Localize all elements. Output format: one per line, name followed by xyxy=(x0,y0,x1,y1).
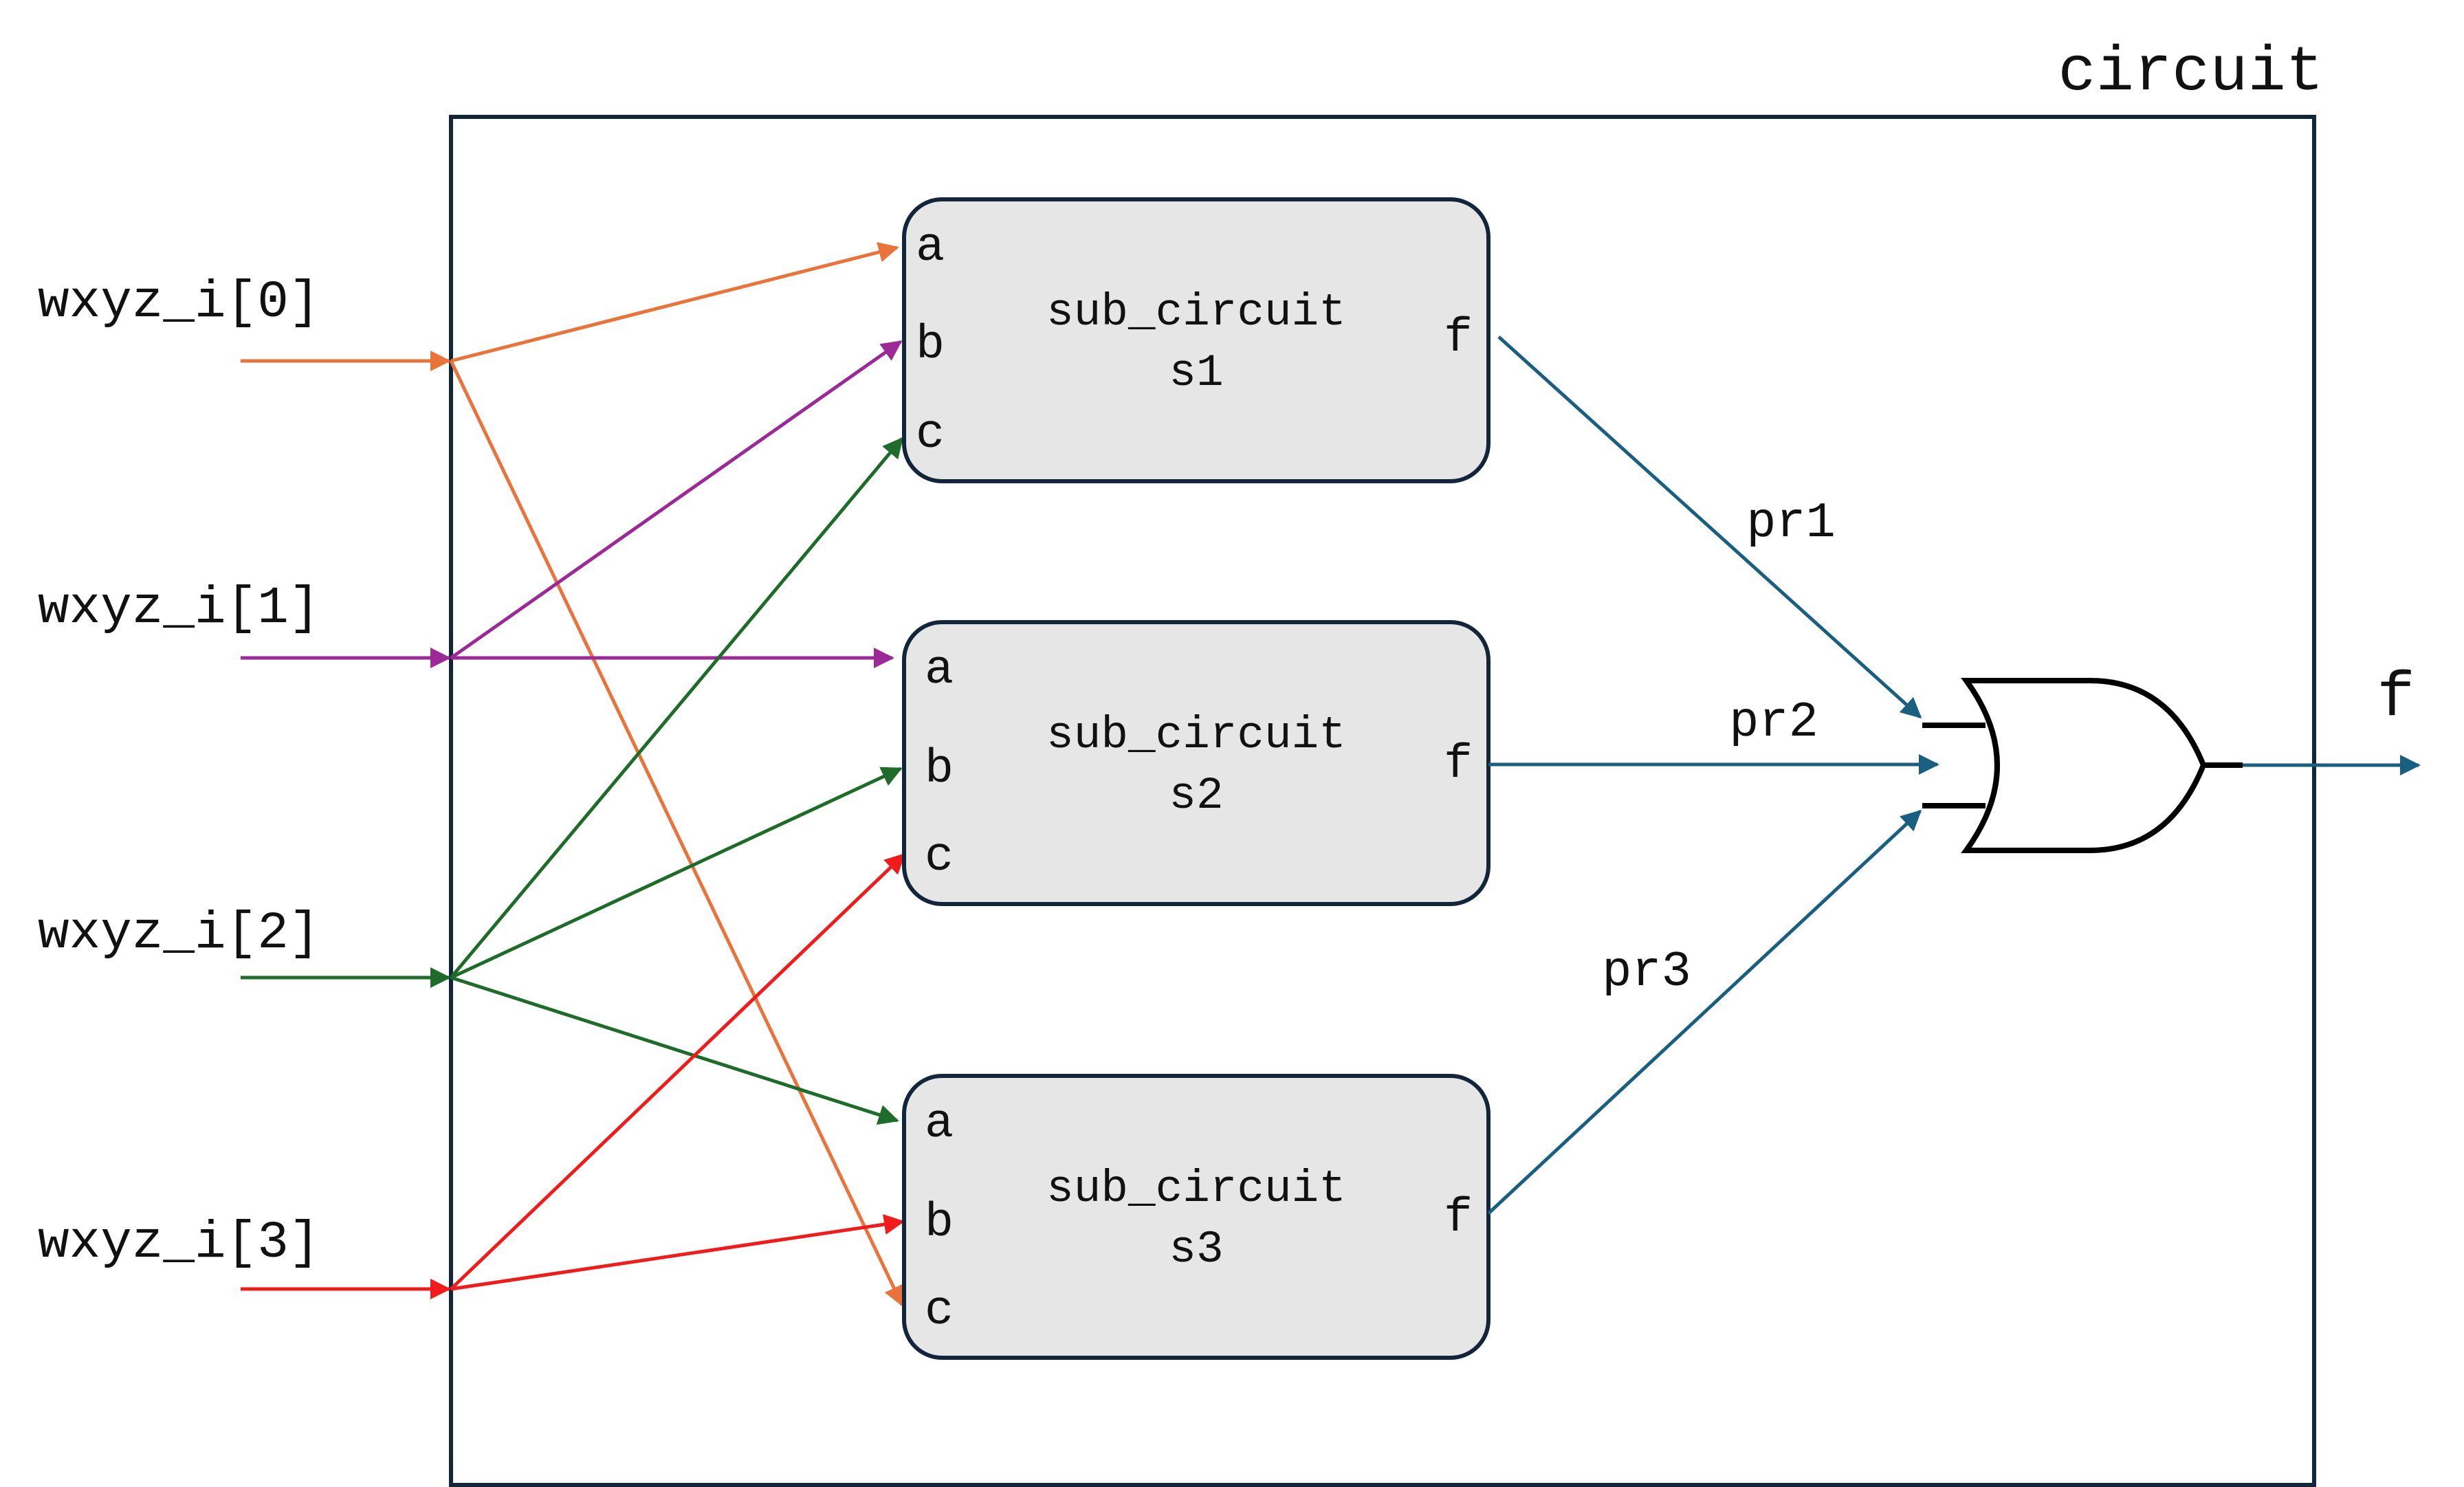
subcircuit-s2-port-c: c xyxy=(925,830,954,885)
input-label-2: wxyz_i[2] xyxy=(38,904,320,963)
wire-pr3 xyxy=(1487,809,1922,1215)
subcircuit-s2-name: sub_circuit xyxy=(1046,709,1346,761)
subcircuit-s3[interactable]: sub_circuit s3 a b c f xyxy=(902,1074,1490,1360)
circuit-boundary xyxy=(449,115,2316,1487)
wire-input-3-to-s2-c xyxy=(450,852,906,1290)
subcircuit-s2-instance: s2 xyxy=(1169,770,1223,822)
subcircuit-s2[interactable]: sub_circuit s2 a b c f xyxy=(902,620,1490,906)
subcircuit-s1[interactable]: sub_circuit s1 a b c f xyxy=(902,197,1490,483)
subcircuit-s3-body xyxy=(902,1074,1490,1360)
wire-group-input-0 xyxy=(241,242,904,1307)
wire-input-1-to-s1-b xyxy=(450,340,903,660)
input-label-1: wxyz_i[1] xyxy=(38,579,320,638)
wire-pr1 xyxy=(1497,335,1922,719)
subcircuit-s1-port-b: b xyxy=(916,318,945,373)
subcircuit-s3-port-c: c xyxy=(925,1284,954,1339)
subcircuit-s2-body xyxy=(902,620,1490,906)
subcircuit-s2-port-a: a xyxy=(925,643,954,698)
wire-input-2-to-s2-b xyxy=(450,767,903,980)
wire-input-2-to-s3-a xyxy=(450,976,899,1125)
subcircuit-s3-port-f: f xyxy=(1444,1191,1473,1246)
signal-label-pr2: pr2 xyxy=(1729,694,1818,751)
output-label-f: f xyxy=(2377,662,2414,734)
subcircuit-s2-port-b: b xyxy=(925,742,954,797)
wire-input-2-to-s1-c xyxy=(450,437,903,979)
signal-label-pr1: pr1 xyxy=(1746,495,1836,551)
subcircuit-s3-port-a: a xyxy=(925,1097,954,1152)
wire-input-0-to-s3-c xyxy=(449,360,904,1307)
wire-input-0-to-s1-a xyxy=(450,242,899,363)
wire-group-input-3 xyxy=(241,852,906,1299)
or-gate-body xyxy=(1961,678,2207,853)
circuit-title: circuit xyxy=(2058,36,2324,109)
subcircuit-s2-port-f: f xyxy=(1444,738,1473,792)
subcircuit-s1-name: sub_circuit xyxy=(1046,287,1346,338)
subcircuit-s1-body xyxy=(902,197,1490,483)
subcircuit-s1-port-a: a xyxy=(916,221,945,275)
subcircuit-s3-name: sub_circuit xyxy=(1046,1163,1346,1215)
signal-label-pr3: pr3 xyxy=(1602,944,1691,1000)
subcircuit-s1-port-f: f xyxy=(1444,311,1473,366)
wire-input-3-to-s3-b xyxy=(450,1214,905,1291)
wire-group-products xyxy=(1487,335,1939,1215)
or-gate xyxy=(1922,678,2243,853)
input-label-3: wxyz_i[3] xyxy=(38,1213,320,1273)
subcircuit-s3-port-b: b xyxy=(925,1196,954,1251)
subcircuit-s3-instance: s3 xyxy=(1169,1224,1223,1275)
subcircuit-s1-instance: s1 xyxy=(1169,347,1223,399)
subcircuit-s1-port-c: c xyxy=(916,408,945,462)
wire-group-input-1 xyxy=(241,340,903,668)
input-label-0: wxyz_i[0] xyxy=(38,273,320,332)
wire-group-input-2 xyxy=(241,437,903,1125)
